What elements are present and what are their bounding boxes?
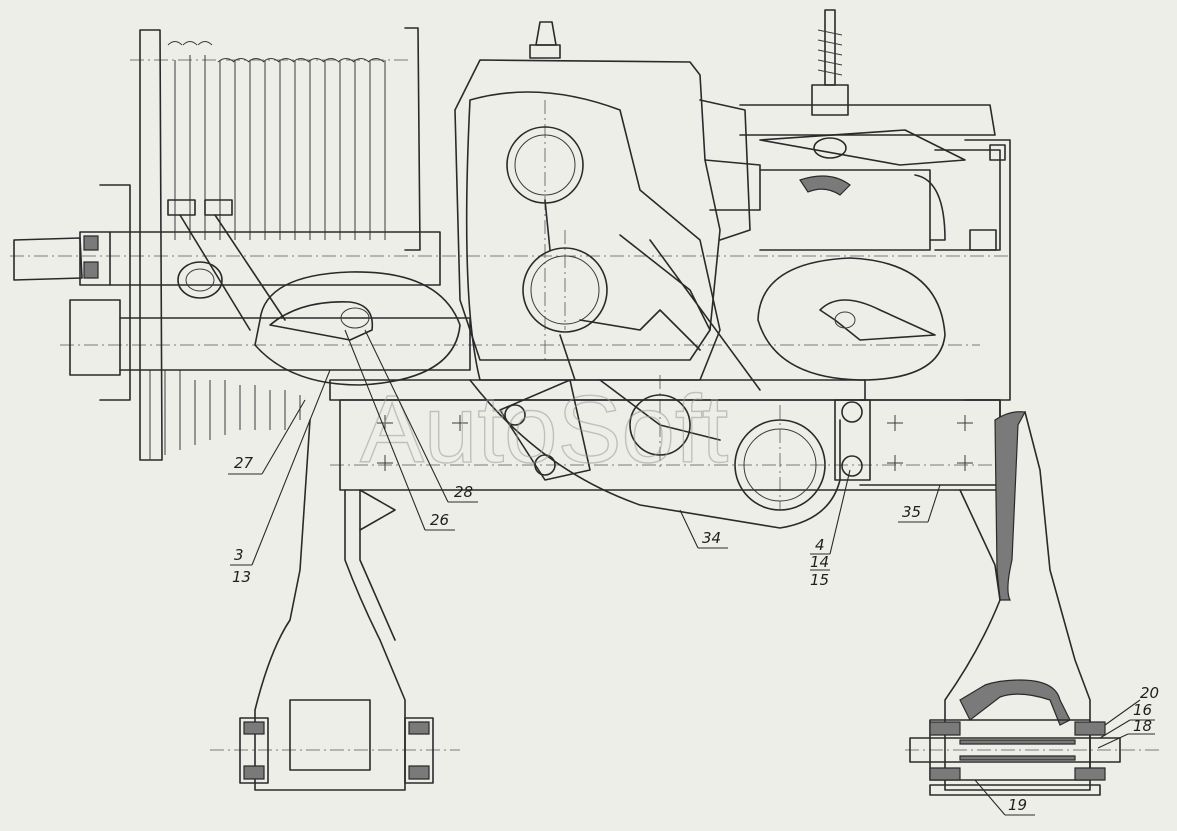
callouts: 27 28 26 3 13 34 <box>228 329 1159 816</box>
callout-label: 3 <box>234 546 244 564</box>
callout-34: 34 <box>679 509 728 549</box>
callout-28: 28 <box>364 329 478 503</box>
left-shaft <box>13 184 471 401</box>
callout-label: 19 <box>1008 796 1027 814</box>
callout-26: 26 <box>344 329 455 531</box>
callout-label: 16 <box>1133 701 1152 719</box>
swing-arm <box>469 379 841 529</box>
cable-drum <box>139 27 421 461</box>
callout-label: 18 <box>1133 717 1152 735</box>
brake-assembly <box>739 9 1011 401</box>
right-leg <box>909 411 1121 796</box>
callout-label: 35 <box>902 503 921 521</box>
callout-20: 20 <box>1104 684 1159 726</box>
callout-27: 27 <box>228 399 306 475</box>
gearbox-housing <box>454 21 761 391</box>
callout-16: 16 <box>1099 701 1155 739</box>
cam-left <box>254 271 461 386</box>
callout-label: 20 <box>1140 684 1159 702</box>
left-leg <box>239 419 434 791</box>
callout-label: 34 <box>702 529 721 547</box>
callout-label: 13 <box>232 568 251 586</box>
callout-label: 27 <box>234 454 254 472</box>
callout-label: 4 <box>815 536 825 554</box>
axis-lines <box>10 59 1160 751</box>
callout-35: 35 <box>898 484 941 523</box>
callout-label: 28 <box>454 483 473 501</box>
drum-grooves <box>149 41 386 460</box>
callout-label: 26 <box>430 511 449 529</box>
watermark: AutoSoft <box>360 376 728 483</box>
callout-3-13: 3 13 <box>230 369 331 586</box>
callout-19: 19 <box>974 779 1035 816</box>
callout-label: 14 <box>810 553 829 571</box>
frame-cross-marks <box>377 415 973 471</box>
callout-label: 15 <box>810 571 829 589</box>
cam-right <box>757 257 946 381</box>
callout-4-14-15: 4 14 15 <box>810 469 851 589</box>
callout-18: 18 <box>1097 717 1155 749</box>
